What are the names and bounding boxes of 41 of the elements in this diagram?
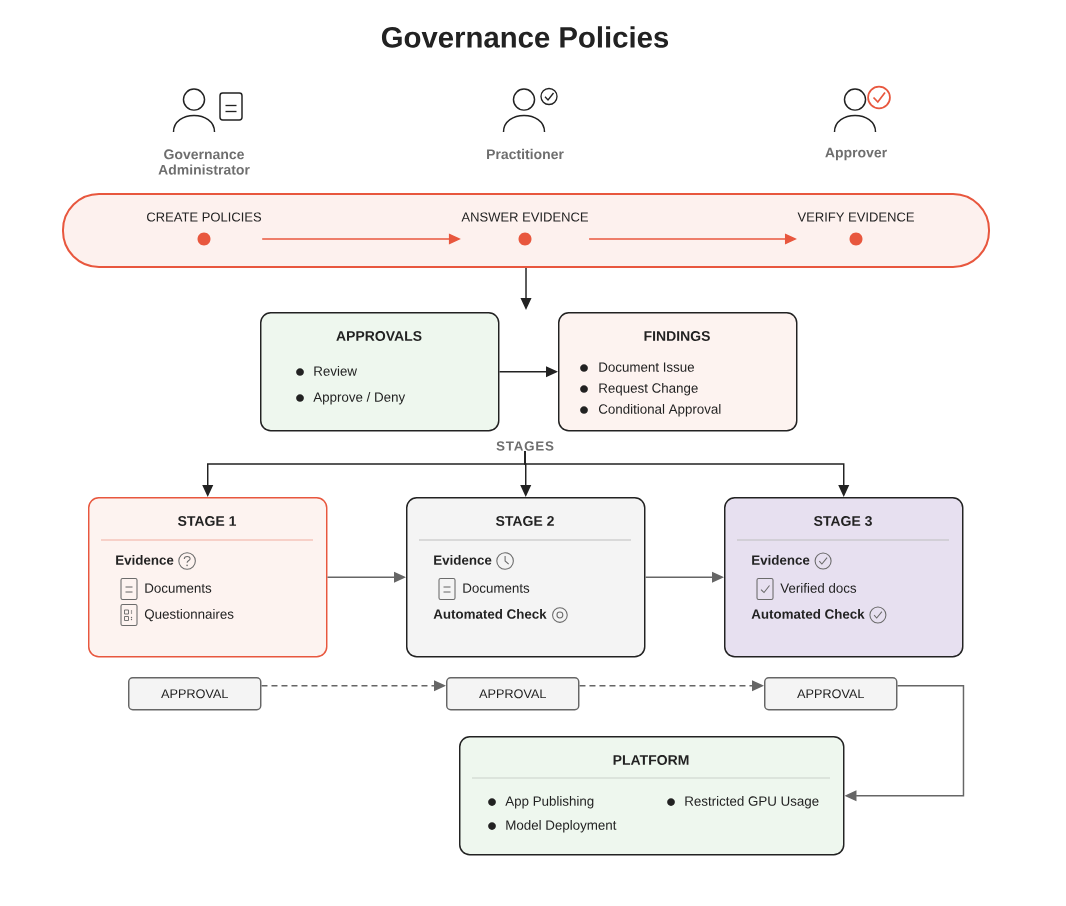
card-title: PLATFORM [613,755,689,765]
list-item: Documents [463,583,530,593]
section-heading: Evidence [116,555,174,565]
list-item: Verified docs [780,583,857,593]
role-label: Governance Administrator [158,149,250,175]
step-label: CREATE POLICIES [147,212,262,222]
list-item: Conditional Approval [598,404,721,417]
info-card [260,312,500,432]
section-label: STAGES [496,441,554,451]
approval-box: APPROVAL [446,677,580,711]
platform-card [459,736,845,856]
title: Governance Policies [381,26,669,48]
list-item: App Publishing [505,796,594,809]
approval-box: APPROVAL [128,677,262,711]
section-heading: Evidence [434,555,492,565]
section-heading: Automated Check [433,609,547,619]
step-label: ANSWER EVIDENCE [461,212,588,222]
info-card [558,312,798,432]
approval-box: APPROVAL [764,677,898,711]
process-band [62,193,990,268]
list-item: Review [314,366,357,376]
step-label: VERIFY EVIDENCE [797,212,914,222]
list-item: Request Change [599,383,698,396]
list-item: Model Deployment [506,820,617,833]
list-item: Documents [145,583,212,593]
list-item: Document Issue [599,362,694,372]
stage-card [406,497,646,658]
card-title: STAGE 3 [814,516,872,526]
card-title: APPROVALS [336,331,422,341]
role-label: Approver [825,147,887,161]
list-item: Restricted GPU Usage [685,796,819,809]
role-label: Practitioner [487,148,564,160]
card-title: STAGE 1 [177,516,237,526]
list-item: Questionnaires [144,609,234,622]
card-title: FINDINGS [644,331,710,341]
card-title: STAGE 2 [495,516,554,526]
section-heading: Evidence [752,555,810,565]
section-heading: Automated Check [751,609,865,619]
list-item: Approve / Deny [313,392,406,405]
stage-card [724,497,964,658]
stage-card [88,497,328,658]
